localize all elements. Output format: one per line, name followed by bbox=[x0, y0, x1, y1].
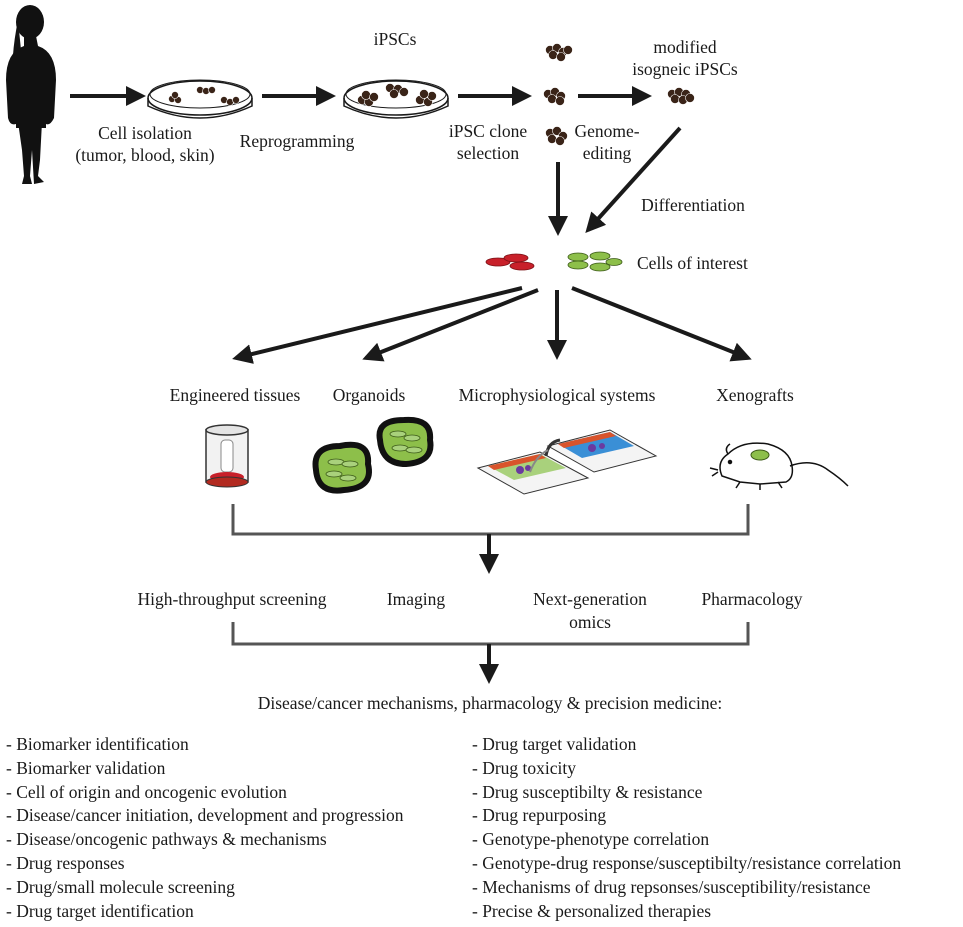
petri-dish-ipscs-icon bbox=[343, 79, 449, 119]
label-cells-of-interest: Cells of interest bbox=[637, 253, 748, 273]
label-modified-1: modified bbox=[653, 37, 717, 57]
arrow-to-engineered-tissues bbox=[232, 286, 523, 364]
list-item: - Drug toxicity bbox=[472, 757, 577, 778]
label-organoids: Organoids bbox=[332, 385, 406, 405]
bracket-methods bbox=[231, 622, 750, 646]
label-reprogramming: Reprogramming bbox=[239, 131, 355, 151]
bracket-models bbox=[231, 504, 750, 536]
label-imaging: Imaging bbox=[386, 589, 446, 609]
label-ipscs: iPSCs bbox=[373, 29, 417, 49]
label-clone-selection-1: iPSC clone bbox=[448, 121, 528, 141]
label-microphysiological: Microphysiological systems bbox=[458, 385, 656, 405]
label-hts: High-throughput screening bbox=[137, 589, 327, 609]
green-cells-icon bbox=[567, 251, 623, 272]
list-item: - Biomarker identification bbox=[6, 734, 189, 754]
list-item: - Precise & personalized therapies bbox=[472, 900, 712, 921]
label-cell-isolation-1: Cell isolation bbox=[98, 123, 192, 143]
organ-on-chip-icon bbox=[476, 429, 658, 495]
applications-right-list: - Drug target validation - Drug toxicity… bbox=[472, 733, 901, 923]
arrow-to-organoids bbox=[362, 288, 539, 362]
label-genome-editing-2: editing bbox=[582, 143, 632, 163]
list-item: - Drug target identification bbox=[6, 900, 194, 921]
label-engineered-tissues: Engineered tissues bbox=[169, 385, 301, 405]
label-clone-selection-2: selection bbox=[456, 143, 520, 163]
label-cell-isolation-2: (tumor, blood, skin) bbox=[75, 145, 215, 165]
arrow-differentiation-modified bbox=[585, 126, 682, 233]
label-xenografts: Xenografts bbox=[716, 385, 794, 405]
list-item: - Drug target validation bbox=[472, 734, 637, 754]
applications-left-list: - Biomarker identification - Biomarker v… bbox=[6, 733, 404, 923]
label-pharmacology: Pharmacology bbox=[701, 589, 803, 609]
outcome-title: Disease/cancer mechanisms, pharmacology … bbox=[257, 693, 723, 713]
list-item: - Disease/cancer initiation, development… bbox=[6, 805, 404, 826]
list-item: - Disease/oncogenic pathways & mechanism… bbox=[6, 829, 327, 850]
list-item: - Drug repurposing bbox=[472, 805, 607, 826]
list-item: - Genotype-phenotype correlation bbox=[472, 829, 710, 850]
list-item: - Drug/small molecule screening bbox=[6, 876, 235, 897]
organoids-icon bbox=[312, 416, 434, 494]
mouse-xenograft-icon bbox=[709, 442, 849, 490]
list-item: - Mechanisms of drug repsonses/susceptib… bbox=[472, 876, 871, 897]
label-ngs-2: omics bbox=[569, 612, 611, 632]
engineered-tissue-icon bbox=[205, 424, 249, 488]
petri-dish-isolated-cells-icon bbox=[147, 79, 253, 119]
list-item: - Genotype-drug response/susceptibilty/r… bbox=[472, 852, 902, 873]
list-item: - Cell of origin and oncogenic evolution bbox=[6, 781, 287, 802]
patient-silhouette-icon bbox=[6, 5, 56, 184]
list-item: - Drug susceptibilty & resistance bbox=[472, 781, 703, 802]
label-genome-editing-1: Genome- bbox=[574, 121, 640, 141]
list-item: - Biomarker validation bbox=[6, 757, 166, 778]
red-cells-icon bbox=[485, 253, 535, 271]
modified-ipscs-icon bbox=[667, 87, 695, 105]
label-differentiation: Differentiation bbox=[641, 195, 745, 215]
label-modified-2: isogneic iPSCs bbox=[632, 59, 738, 79]
list-item: - Drug responses bbox=[6, 852, 125, 873]
ipsc-clones-icon bbox=[543, 43, 573, 146]
label-ngs-1: Next-generation bbox=[533, 589, 647, 609]
arrow-to-xenografts bbox=[571, 286, 752, 362]
